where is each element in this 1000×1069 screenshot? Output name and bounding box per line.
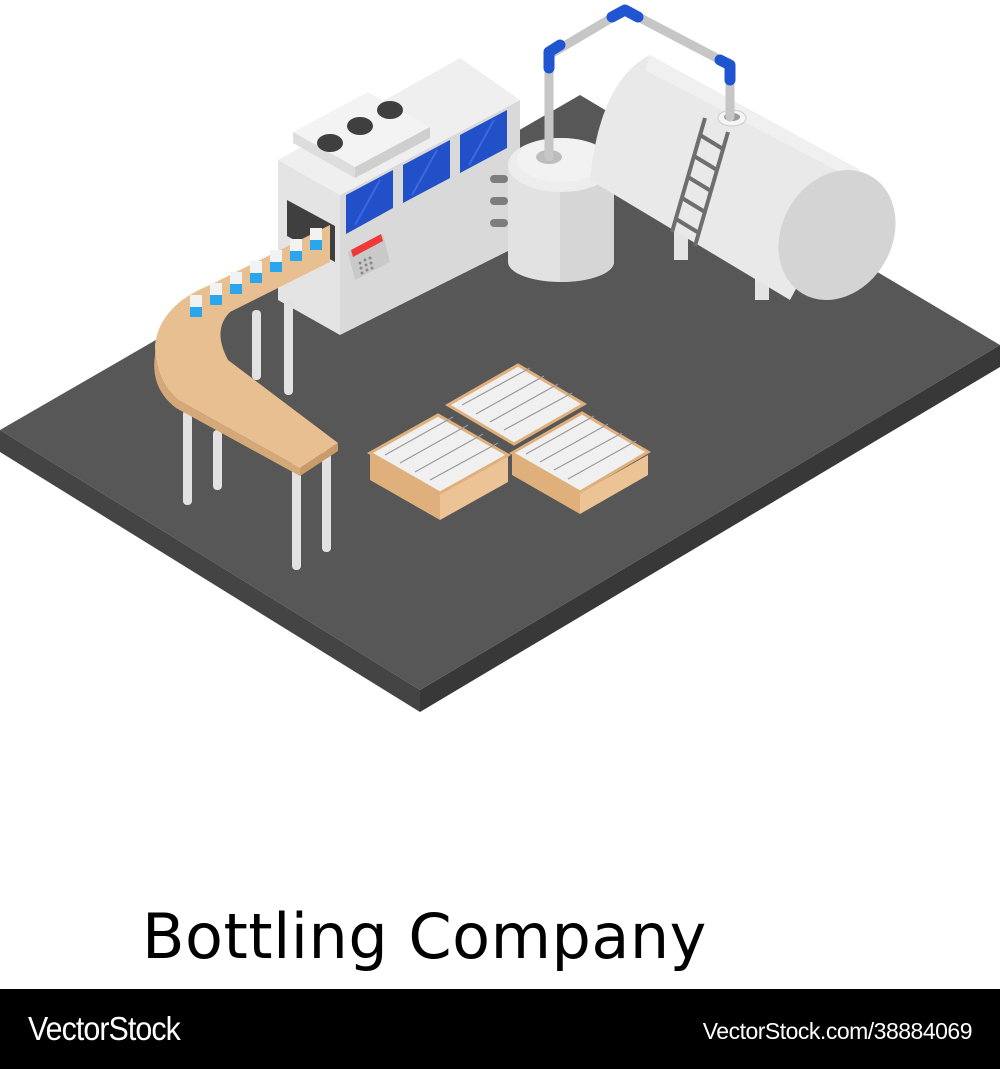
carton-icon [270,250,282,272]
crate [445,363,587,446]
machine-window [460,110,507,173]
carton-icon [250,261,262,283]
vent-icon [347,117,373,135]
machine-window [403,140,450,203]
carton-icon [310,228,322,250]
conveyor-belt [154,225,338,570]
ladder [670,117,730,247]
mixing-tank [508,138,614,283]
carton-icon [230,272,242,294]
carton-icon [290,239,302,261]
brand-logo: VectorStock [28,1010,181,1047]
image-reference: VectorStock.com/38884069 [702,1018,973,1044]
illustration-title: Bottling Company [142,900,707,973]
display-screen [351,234,383,257]
milk-cartons [190,228,322,317]
filling-machine [278,58,520,335]
crate [508,411,651,514]
keypad-panel [348,234,390,280]
connecting-pipe [543,4,736,162]
carton-icon [210,283,222,305]
footer-bar [0,989,1000,1069]
crate [366,413,512,520]
bottle-crates [366,363,651,520]
storage-tank [590,55,896,300]
vent-icon [377,101,403,119]
vent-icon [317,134,343,152]
carton-icon [190,295,202,317]
